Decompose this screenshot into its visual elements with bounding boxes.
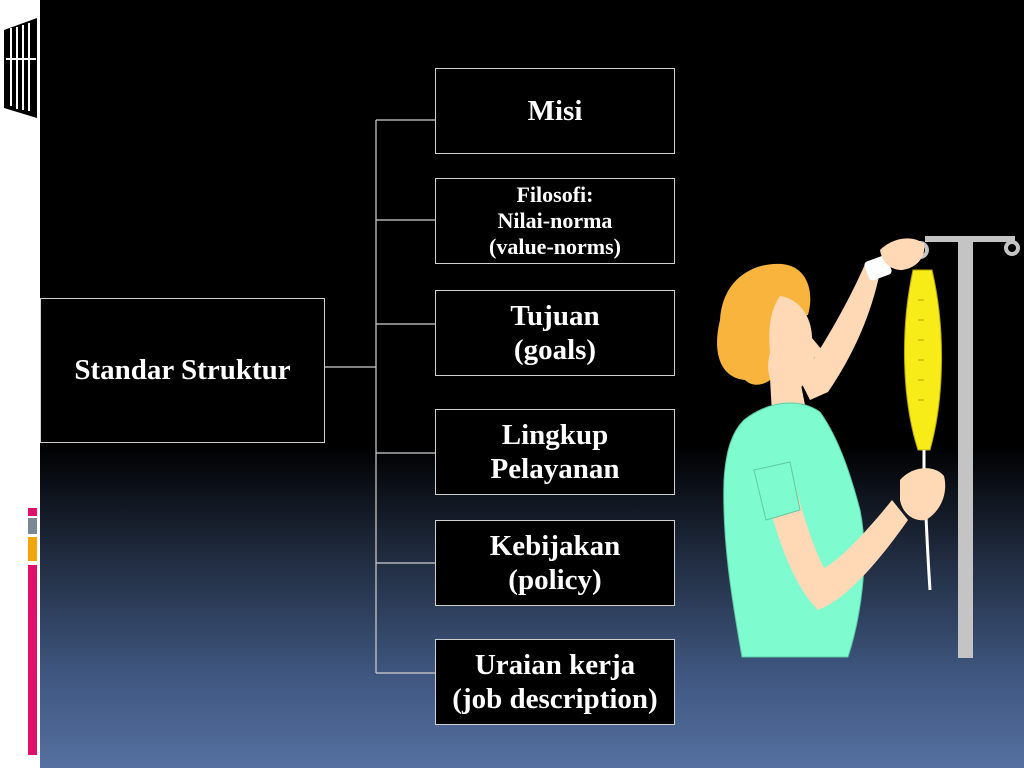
- box-kebijakan: Kebijakan (policy): [435, 520, 675, 606]
- box-uraian-kerja: Uraian kerja (job description): [435, 639, 675, 725]
- accent-bar-pink-top: [28, 508, 37, 516]
- window-grid-icon: [4, 18, 37, 118]
- box-tujuan: Tujuan (goals): [435, 290, 675, 376]
- nurse-iv-illustration: [717, 236, 1020, 658]
- box-misi: Misi: [435, 68, 675, 154]
- accent-bar-orange: [28, 537, 37, 561]
- box-lingkup-pelayanan: Lingkup Pelayanan: [435, 409, 675, 495]
- accent-bar-gray: [28, 518, 37, 534]
- box-filosofi: Filosofi: Nilai-norma (value-norms): [435, 178, 675, 264]
- accent-bar-pink: [28, 565, 37, 755]
- root-box-standar-struktur: Standar Struktur: [40, 298, 325, 443]
